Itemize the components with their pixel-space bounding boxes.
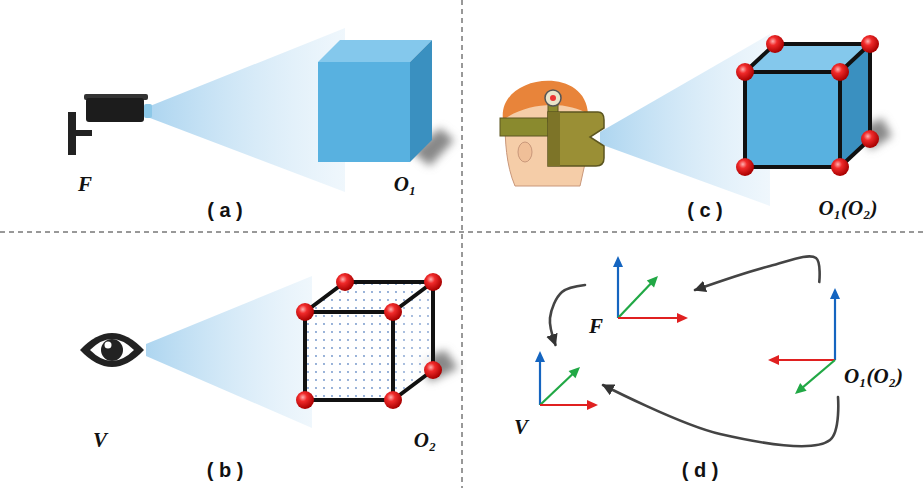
frame-label: V bbox=[514, 415, 528, 439]
axis-line bbox=[834, 297, 836, 360]
cube-face bbox=[393, 282, 433, 400]
vertex-ball bbox=[831, 158, 849, 176]
symbol-label: O₁(O₂) bbox=[819, 196, 878, 220]
transform-arrow bbox=[695, 256, 820, 290]
cube-face bbox=[410, 40, 432, 162]
vertex-ball bbox=[296, 303, 314, 321]
panel-label: ( a ) bbox=[207, 198, 243, 222]
headset-visor bbox=[548, 112, 604, 166]
cube-edge bbox=[305, 282, 433, 312]
view-cone bbox=[146, 276, 312, 428]
axis-line bbox=[618, 283, 652, 318]
panel-label: ( c ) bbox=[687, 198, 723, 222]
ear bbox=[518, 142, 532, 162]
cube-edge bbox=[745, 44, 870, 72]
cube-edges bbox=[745, 44, 870, 167]
axis-arrowhead bbox=[677, 313, 688, 323]
vertex-ball bbox=[831, 63, 849, 81]
separator-line bbox=[462, 0, 463, 488]
axis-arrowhead bbox=[768, 355, 779, 365]
camera-body bbox=[86, 98, 144, 122]
camera-lens bbox=[144, 104, 152, 118]
coordinate-frame: O₁(O₂) bbox=[760, 282, 916, 397]
cube-face bbox=[840, 44, 870, 167]
axis-line bbox=[540, 373, 573, 405]
frame-label: F bbox=[589, 314, 603, 338]
axis-arrowhead bbox=[830, 288, 840, 299]
vertex-ball bbox=[736, 63, 754, 81]
axis-arrowhead bbox=[535, 351, 545, 362]
eye-highlight bbox=[105, 342, 112, 349]
cube-face bbox=[305, 312, 393, 400]
transform-arrow bbox=[550, 285, 585, 345]
separator-line bbox=[0, 232, 923, 233]
coordinate-frame: V bbox=[508, 345, 603, 445]
panel-label: ( d ) bbox=[682, 458, 719, 482]
axis-line bbox=[539, 360, 541, 405]
headset-camera bbox=[545, 90, 561, 106]
vertex-ball bbox=[336, 273, 354, 291]
cube-edge bbox=[745, 72, 840, 167]
axis-arrowhead bbox=[647, 276, 658, 287]
panel-label: ( b ) bbox=[207, 458, 244, 482]
eye-white bbox=[90, 339, 134, 361]
cube-edge bbox=[840, 44, 870, 167]
axis-arrowhead bbox=[587, 400, 598, 410]
axis-line bbox=[617, 265, 619, 318]
vertex-ball bbox=[296, 391, 314, 409]
cube-face bbox=[745, 72, 840, 167]
view-cone bbox=[150, 28, 345, 192]
axis-line bbox=[777, 359, 835, 361]
wireframe-cube bbox=[296, 273, 442, 409]
vertex-balls bbox=[296, 273, 442, 409]
headset-user-icon bbox=[500, 81, 604, 186]
vertex-ball bbox=[424, 361, 442, 379]
vertex-ball bbox=[766, 35, 784, 53]
camera-icon bbox=[68, 94, 152, 155]
transform-arrow bbox=[603, 385, 838, 446]
headset-visor-band bbox=[548, 112, 560, 166]
frame-label: O₁(O₂) bbox=[844, 364, 903, 388]
vertex-ball bbox=[384, 303, 402, 321]
vertex-ball bbox=[861, 35, 879, 53]
eye-iris bbox=[101, 339, 123, 361]
vertex-balls bbox=[736, 35, 879, 176]
axis-line bbox=[618, 317, 679, 319]
vertex-ball bbox=[384, 391, 402, 409]
cube-edge bbox=[305, 312, 393, 400]
eye-outline bbox=[80, 333, 144, 367]
headset-camera-lens bbox=[550, 95, 556, 101]
symbol-label: O₁ bbox=[394, 172, 417, 196]
symbol-label: V bbox=[93, 428, 107, 452]
cube-edge bbox=[393, 282, 433, 400]
cube-edges bbox=[305, 282, 433, 400]
cube-face bbox=[318, 62, 410, 162]
symbol-label: O₂ bbox=[414, 428, 437, 452]
axis-line bbox=[540, 404, 589, 406]
vertex-ball bbox=[861, 130, 879, 148]
vertex-ball bbox=[424, 273, 442, 291]
axis-line bbox=[802, 360, 835, 388]
coordinate-frame: F bbox=[585, 248, 695, 348]
axis-arrowhead bbox=[613, 256, 623, 267]
eye-icon bbox=[80, 333, 144, 367]
symbol-label: F bbox=[78, 172, 92, 196]
vertex-ball bbox=[736, 158, 754, 176]
axis-arrowhead bbox=[795, 383, 807, 394]
tracked-cube bbox=[736, 35, 879, 176]
solid-cube bbox=[318, 40, 432, 162]
axis-arrowhead bbox=[569, 367, 580, 378]
